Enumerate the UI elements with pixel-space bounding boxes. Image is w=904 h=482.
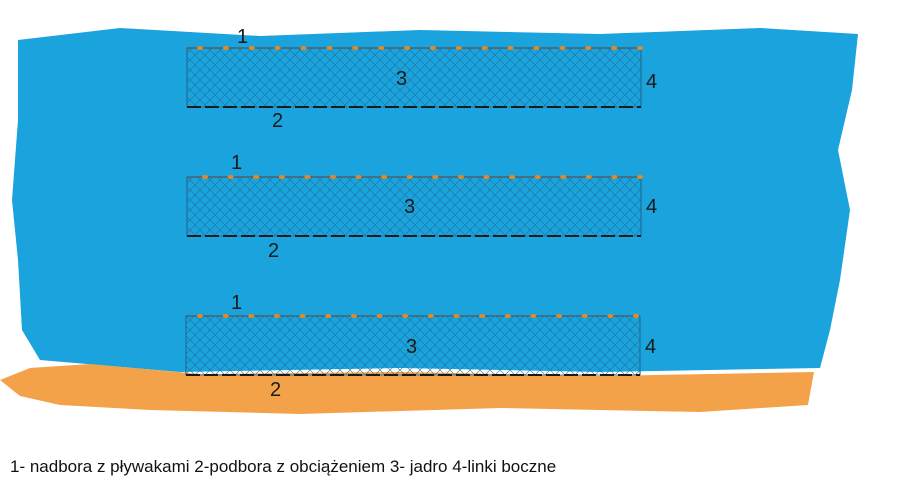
float-marker bbox=[222, 46, 229, 50]
net-core bbox=[186, 47, 642, 108]
float-marker bbox=[559, 46, 566, 50]
float-marker bbox=[607, 314, 614, 318]
float-marker bbox=[381, 175, 388, 179]
float-marker bbox=[248, 314, 255, 318]
float-marker bbox=[376, 314, 383, 318]
float-marker bbox=[432, 175, 439, 179]
float-marker bbox=[455, 46, 462, 50]
floats bbox=[197, 314, 639, 318]
float-marker bbox=[509, 175, 516, 179]
float-marker bbox=[329, 175, 336, 179]
float-marker bbox=[633, 314, 639, 318]
float-marker bbox=[560, 175, 567, 179]
float-marker bbox=[326, 46, 333, 50]
gillnet-2: 1 3 4 2 bbox=[186, 152, 657, 262]
float-marker bbox=[197, 46, 203, 50]
float-marker bbox=[278, 175, 285, 179]
label-net-core: 3 bbox=[404, 196, 415, 218]
float-marker bbox=[581, 314, 588, 318]
label-float-line: 1 bbox=[231, 152, 242, 174]
float-marker bbox=[406, 175, 413, 179]
float-marker bbox=[637, 46, 643, 50]
label-net-core: 3 bbox=[396, 68, 407, 90]
float-marker bbox=[530, 314, 537, 318]
float-marker bbox=[483, 175, 490, 179]
float-marker bbox=[202, 175, 208, 179]
floats bbox=[197, 46, 643, 50]
float-marker bbox=[404, 46, 411, 50]
floats bbox=[202, 175, 643, 179]
float-marker bbox=[534, 175, 541, 179]
label-side-line: 4 bbox=[646, 196, 657, 218]
label-side-line: 4 bbox=[645, 336, 656, 358]
seabed bbox=[0, 364, 814, 414]
float-marker bbox=[299, 314, 306, 318]
float-marker bbox=[325, 314, 332, 318]
gillnet-1: 1 3 4 2 bbox=[186, 26, 657, 132]
float-marker bbox=[350, 314, 357, 318]
label-weight-line: 2 bbox=[270, 379, 281, 401]
float-marker bbox=[227, 175, 234, 179]
float-marker bbox=[402, 314, 409, 318]
float-marker bbox=[457, 175, 464, 179]
float-marker bbox=[352, 46, 359, 50]
float-marker bbox=[355, 175, 362, 179]
float-marker bbox=[481, 46, 488, 50]
float-marker bbox=[274, 46, 281, 50]
float-marker bbox=[504, 314, 511, 318]
float-marker bbox=[507, 46, 514, 50]
label-net-core: 3 bbox=[406, 336, 417, 358]
float-marker bbox=[556, 314, 563, 318]
float-marker bbox=[479, 314, 486, 318]
float-marker bbox=[197, 314, 203, 318]
float-marker bbox=[611, 175, 618, 179]
float-marker bbox=[222, 314, 229, 318]
float-marker bbox=[637, 175, 643, 179]
float-marker bbox=[253, 175, 260, 179]
float-marker bbox=[248, 46, 255, 50]
float-marker bbox=[585, 46, 592, 50]
float-marker bbox=[378, 46, 385, 50]
float-marker bbox=[611, 46, 618, 50]
float-marker bbox=[429, 46, 436, 50]
label-side-line: 4 bbox=[646, 71, 657, 93]
legend-caption: 1- nadbora z pływakami 2-podbora z obcią… bbox=[10, 457, 557, 476]
float-marker bbox=[533, 46, 540, 50]
label-float-line: 1 bbox=[237, 26, 248, 48]
float-marker bbox=[300, 46, 307, 50]
float-marker bbox=[273, 314, 280, 318]
float-marker bbox=[427, 314, 434, 318]
label-weight-line: 2 bbox=[272, 110, 283, 132]
float-marker bbox=[585, 175, 592, 179]
net-core bbox=[185, 315, 641, 376]
label-weight-line: 2 bbox=[268, 240, 279, 262]
float-marker bbox=[453, 314, 460, 318]
label-float-line: 1 bbox=[231, 292, 242, 314]
gillnet-3: 1 3 4 2 bbox=[185, 292, 656, 401]
float-marker bbox=[304, 175, 311, 179]
